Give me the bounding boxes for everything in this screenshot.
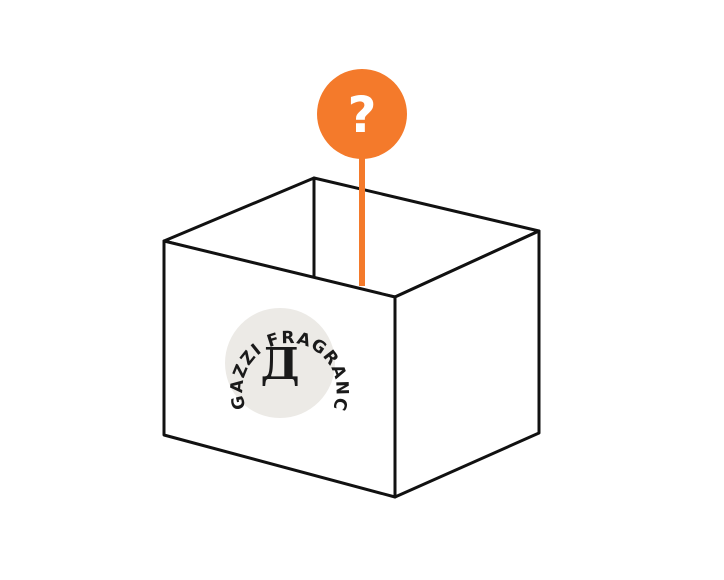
question-pin: ? — [317, 69, 407, 159]
pin-head — [317, 69, 407, 159]
open-box — [162, 150, 541, 499]
seal-emblem-icon: Д — [260, 339, 299, 390]
question-mark-icon: ? — [347, 86, 376, 144]
box-right-face — [393, 229, 541, 499]
seal-disc — [225, 308, 335, 418]
